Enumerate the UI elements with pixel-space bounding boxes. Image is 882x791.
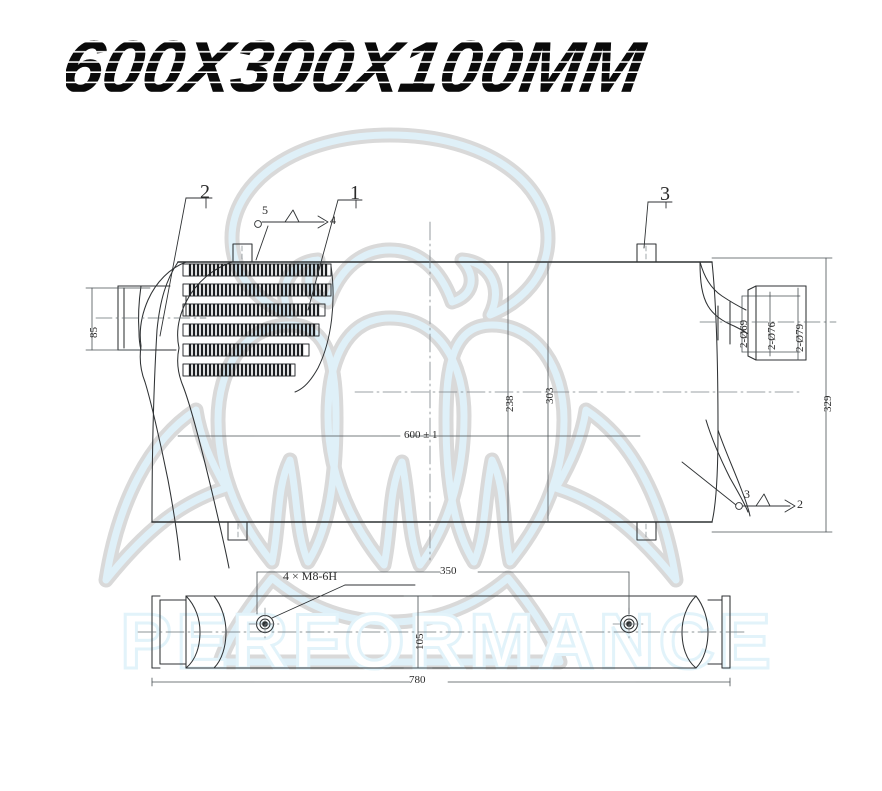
left-inlet-tank [95,261,233,569]
dim-overall-height: 329 [822,395,834,413]
dim-tank-height: 303 [544,387,556,405]
bottom-mount-tabs [227,521,657,541]
mount-boss-left [248,607,282,641]
weld-bottom-size: 3 [744,487,750,501]
dim-inlet-height: 85 [88,327,100,338]
leader-lines [159,197,796,513]
callout-1: 1 [350,182,360,204]
dim-core-height: 238 [504,395,516,413]
dim-mount-pitch: 350 [440,565,457,577]
core-fin-rows [182,263,334,393]
dim-overall-length: 780 [409,674,426,686]
dim-depth: 105 [414,633,426,651]
weld-top-count: 4 [330,213,336,227]
elevation-dimension-lines [85,221,833,561]
callout-3: 3 [660,183,670,205]
page-title: 600X300X100MM [66,22,856,108]
dim-bore-79: 2-Ø79 [794,323,806,352]
core-body-outline [151,261,719,523]
dim-core-width: 600 ± 1 [404,429,438,441]
top-mount-tabs [232,243,657,263]
weld-top-size: 5 [262,203,268,217]
note-threads: 4 × M8-6H [283,569,338,583]
callout-2: 2 [200,181,210,203]
weld-bottom-count: 2 [797,497,803,511]
dim-bore-76: 2-Ø76 [766,321,778,350]
right-outlet-tank [699,261,837,517]
bottom-plan-view [137,571,749,687]
dim-bore-69: 2-Ø69 [738,319,750,348]
